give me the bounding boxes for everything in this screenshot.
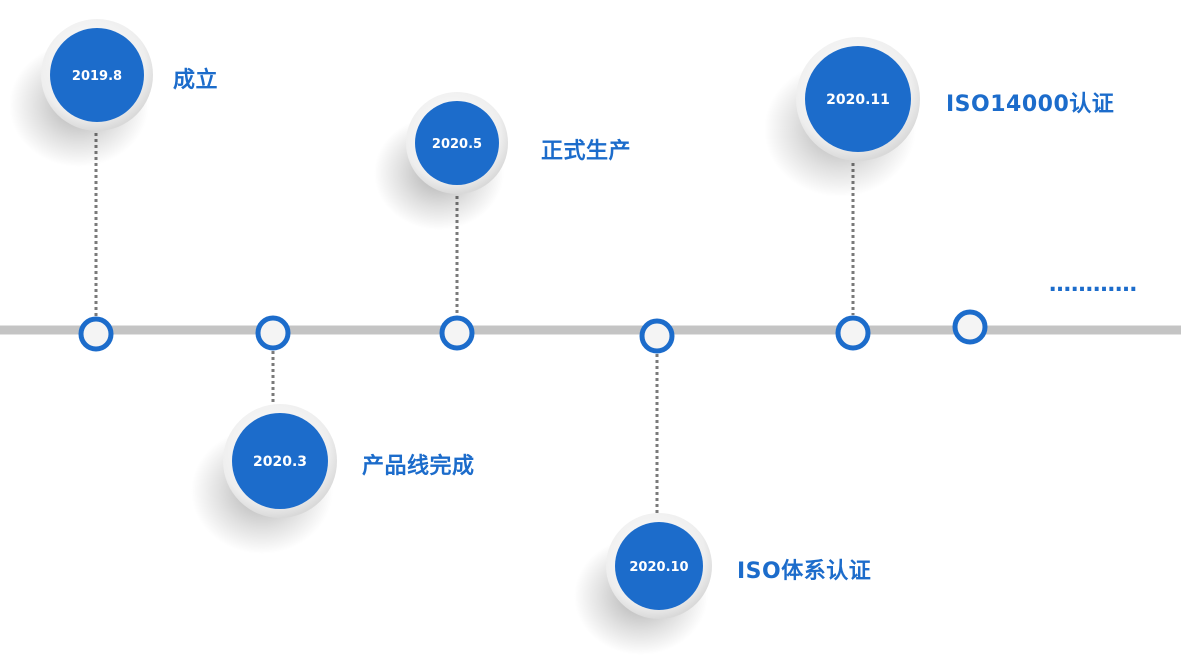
badge-date-text: 2020.3	[253, 454, 307, 470]
event-label: 产品线完成	[362, 454, 475, 479]
badge-disc	[415, 101, 499, 185]
axis-marker-continuation	[952, 309, 988, 345]
badge-disc	[232, 413, 328, 509]
badge-disc	[50, 28, 144, 122]
date-badge: 2020.10	[574, 513, 712, 655]
badge-date-text: 2019.8	[72, 69, 122, 84]
badge-disc	[615, 522, 703, 610]
badge-date-text: 2020.5	[432, 137, 482, 152]
event-label: ISO体系认证	[737, 559, 872, 584]
axis-marker	[255, 315, 291, 351]
axis-marker	[78, 316, 114, 352]
axis-marker	[639, 318, 675, 354]
badge-date-text: 2020.11	[826, 92, 890, 108]
axis-marker	[835, 315, 871, 351]
date-badge: 2020.5	[374, 92, 508, 230]
event-label: 成立	[173, 68, 219, 93]
date-badge: 2020.11	[764, 37, 920, 197]
axis-marker	[439, 315, 475, 351]
date-badge: 2019.8	[9, 19, 153, 167]
date-badge: 2020.3	[191, 404, 337, 554]
timeline-continuation-ellipsis: …………	[1049, 272, 1137, 297]
event-label: ISO14000认证	[946, 92, 1115, 117]
badge-disc	[805, 46, 911, 152]
event-label: 正式生产	[541, 139, 632, 164]
badge-date-text: 2020.10	[629, 560, 688, 575]
